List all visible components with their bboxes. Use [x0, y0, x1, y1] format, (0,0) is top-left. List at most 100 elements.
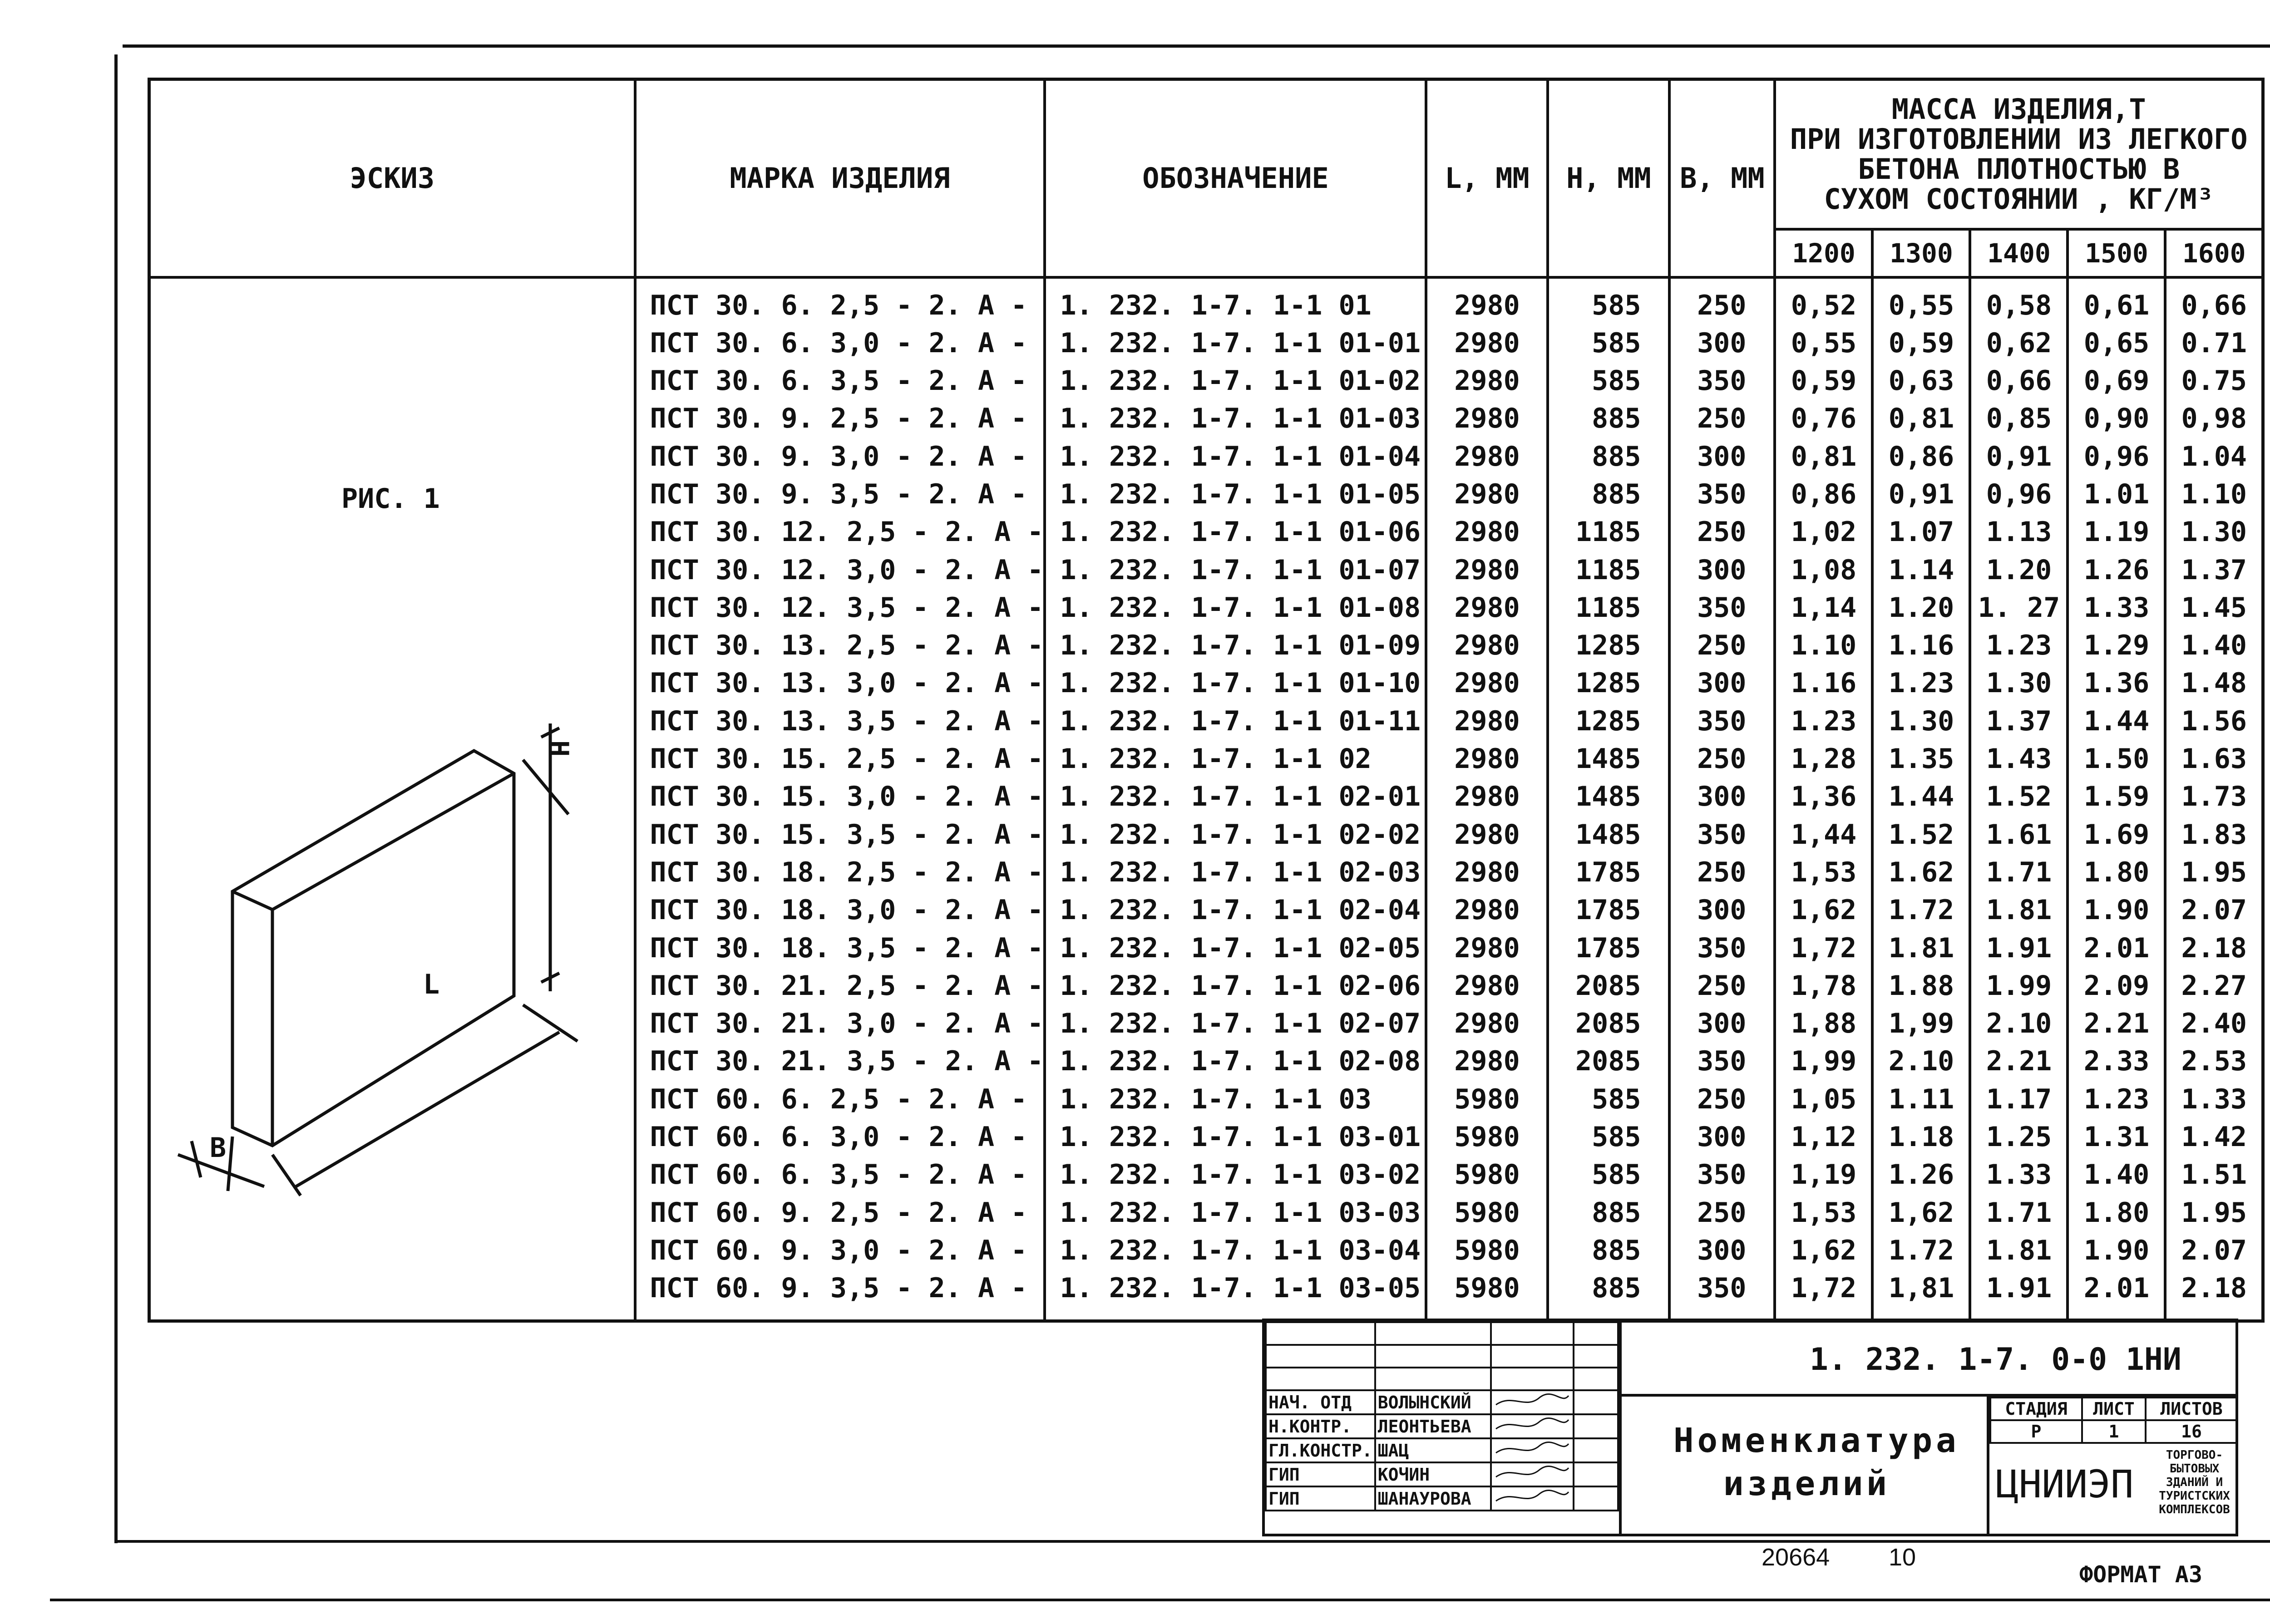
- col-mass-1400-row-17: 1.81: [1986, 894, 2052, 926]
- inventory-sheet: 10: [1889, 1544, 1916, 1571]
- col-mark-row-10: ПСТ 30. 13. 2,5 - 2. А -: [650, 630, 1044, 662]
- col-mass-1300-row-25: 1,62: [1888, 1196, 1954, 1229]
- col-length-row-7: 2980: [1454, 516, 1520, 548]
- col-height-row-24: 585: [1592, 1159, 1641, 1191]
- col-mass-1400-row-20: 2.10: [1986, 1008, 2052, 1040]
- col-length-row-22: 5980: [1454, 1083, 1520, 1115]
- col-mass-1600-row-4: 0,98: [2181, 403, 2247, 435]
- col-length-row-1: 2980: [1454, 289, 1520, 321]
- col-mass-1400-row-26: 1.81: [1986, 1234, 2052, 1266]
- col-mass-1200-row-11: 1.16: [1791, 667, 1857, 699]
- signature-date: [1573, 1389, 1619, 1415]
- col-mass-1400-row-24: 1.33: [1986, 1159, 2052, 1191]
- col-height-row-6: 885: [1592, 478, 1641, 510]
- col-width-row-13: 250: [1697, 743, 1747, 775]
- sketch-cell: РИС. 1 Н L: [148, 276, 637, 1323]
- page-bottom-line: [50, 1599, 2270, 1601]
- col-length-row-6: 2980: [1454, 478, 1520, 510]
- col-mark-row-19: ПСТ 30. 21. 2,5 - 2. А -: [650, 969, 1044, 1002]
- header-mark: МАРКА ИЗДЕЛИЯ: [633, 78, 1046, 279]
- col-mass-1200-row-15: 1,44: [1791, 818, 1857, 851]
- signature-blank-cell: [1265, 1367, 1376, 1391]
- col-mark-row-26: ПСТ 60. 9. 3,0 - 2. А -: [650, 1234, 1027, 1266]
- col-height-row-2: 585: [1592, 327, 1641, 359]
- col-designation-row-23: 1. 232. 1-7. 1-1 03-01: [1060, 1121, 1421, 1153]
- col-length-row-27: 5980: [1454, 1272, 1520, 1304]
- col-mark-row-21: ПСТ 30. 21. 3,5 - 2. А -: [650, 1045, 1044, 1078]
- col-mass-1300-row-22: 1.11: [1888, 1083, 1954, 1115]
- col-mass-1400-row-3: 0,66: [1986, 365, 2052, 397]
- col-mark-row-4: ПСТ 30. 9. 2,5 - 2. А -: [650, 403, 1027, 435]
- col-mass-1200-row-5: 0,81: [1791, 440, 1857, 472]
- col-mass-1400-row-8: 1.20: [1986, 554, 2052, 586]
- col-mass-1200-row-12: 1.23: [1791, 705, 1857, 737]
- col-mass-1300-row-14: 1.44: [1888, 781, 1954, 813]
- col-width-row-7: 250: [1697, 516, 1747, 548]
- col-mass-1300-row-3: 0,63: [1888, 365, 1954, 397]
- col-mass-1500-row-16: 1.80: [2083, 856, 2150, 888]
- col-mass-1600-row-26: 2.07: [2181, 1234, 2247, 1266]
- col-mark-row-12: ПСТ 30. 13. 3,5 - 2. А -: [650, 705, 1044, 737]
- col-mass-1400-row-9: 1. 27: [1978, 591, 2060, 624]
- col-mass-1600-row-1: 0,66: [2181, 289, 2247, 321]
- col-mass-1400-row-21: 2.21: [1986, 1045, 2052, 1078]
- col-designation-row-14: 1. 232. 1-7. 1-1 02-01: [1060, 781, 1421, 813]
- col-designation-row-13: 1. 232. 1-7. 1-1 02: [1060, 743, 1372, 775]
- signature-blank-cell: [1374, 1321, 1492, 1346]
- col-width-row-19: 250: [1697, 969, 1747, 1002]
- col-width-row-11: 300: [1697, 667, 1747, 699]
- col-mass-1200-row-10: 1.10: [1791, 630, 1857, 662]
- col-height-row-22: 585: [1592, 1083, 1641, 1115]
- sheet-title-line1: Номенклатура: [1673, 1421, 1960, 1460]
- col-mass-1200-row-27: 1,72: [1791, 1272, 1857, 1304]
- col-mass-1400-row-7: 1.13: [1986, 516, 2052, 548]
- signer-role: ГЛ.КОНСТР.: [1265, 1437, 1376, 1463]
- col-length-row-10: 2980: [1454, 630, 1520, 662]
- col-mark-row-8: ПСТ 30. 12. 3,0 - 2. А -: [650, 554, 1044, 586]
- signature-mark: [1490, 1413, 1575, 1439]
- col-mass-1400-row-2: 0,62: [1986, 327, 2052, 359]
- col-height-row-14: 1485: [1575, 781, 1641, 813]
- col-designation-row-6: 1. 232. 1-7. 1-1 01-05: [1060, 478, 1421, 510]
- sheet-label: ЛИСТ: [2081, 1397, 2147, 1421]
- col-length-row-14: 2980: [1454, 781, 1520, 813]
- col-height-row-13: 1485: [1575, 743, 1641, 775]
- col-mass-1500-row-15: 1.69: [2083, 818, 2150, 851]
- col-mass-1200-row-22: 1,05: [1791, 1083, 1857, 1115]
- label-l: L: [423, 968, 440, 1000]
- col-height-row-17: 1785: [1575, 894, 1641, 926]
- paper-format: ФОРМАТ А3: [2079, 1561, 2202, 1588]
- col-mark-row-27: ПСТ 60. 9. 3,5 - 2. А -: [650, 1272, 1027, 1304]
- col-mass-1400-row-25: 1.71: [1986, 1196, 2052, 1229]
- dim-line-b: [177, 1153, 265, 1188]
- signer-name: ШАЦ: [1374, 1437, 1492, 1463]
- sheet-title-line2: изделий: [1723, 1464, 1890, 1503]
- handwritten-signature: [1495, 1442, 1569, 1454]
- dim-ext-top: [522, 758, 570, 815]
- signature-blank-cell: [1265, 1344, 1376, 1368]
- header-mass: МАССА ИЗДЕЛИЯ,Т ПРИ ИЗГОТОВЛЕНИИ ИЗ ЛЕГК…: [1773, 78, 2265, 231]
- col-width-row-22: 250: [1697, 1083, 1747, 1115]
- col-mass-1400-row-13: 1.43: [1986, 743, 2052, 775]
- col-mass-1300-row-24: 1.26: [1888, 1159, 1954, 1191]
- col-mass-1300-row-11: 1.23: [1888, 667, 1954, 699]
- col-length-row-4: 2980: [1454, 403, 1520, 435]
- density-1400: 1400: [1969, 227, 2069, 279]
- col-mark-row-11: ПСТ 30. 13. 3,0 - 2. А -: [650, 667, 1044, 699]
- col-width-row-15: 350: [1697, 818, 1747, 851]
- handwritten-signature: [1495, 1466, 1569, 1478]
- col-mass-1600-row-3: 0.75: [2181, 365, 2247, 397]
- handwritten-signature: [1495, 1490, 1569, 1502]
- col-mass-1600-row-27: 2.18: [2181, 1272, 2247, 1304]
- col-mass-1400-row-10: 1.23: [1986, 630, 2052, 662]
- col-height-row-7: 1185: [1575, 516, 1641, 548]
- col-length-row-9: 2980: [1454, 591, 1520, 624]
- col-designation-row-15: 1. 232. 1-7. 1-1 02-02: [1060, 818, 1421, 851]
- col-designation-row-12: 1. 232. 1-7. 1-1 01-11: [1060, 705, 1421, 737]
- stage-table: СТАДИЯ ЛИСТ ЛИСТОВ Р 1 16: [1989, 1397, 2238, 1444]
- col-mass-1600-row-14: 1.73: [2181, 781, 2247, 813]
- col-height-row-10: 1285: [1575, 630, 1641, 662]
- col-mass-1500-row-27: 2.01: [2083, 1272, 2150, 1304]
- col-mark-row-2: ПСТ 30. 6. 3,0 - 2. А -: [650, 327, 1027, 359]
